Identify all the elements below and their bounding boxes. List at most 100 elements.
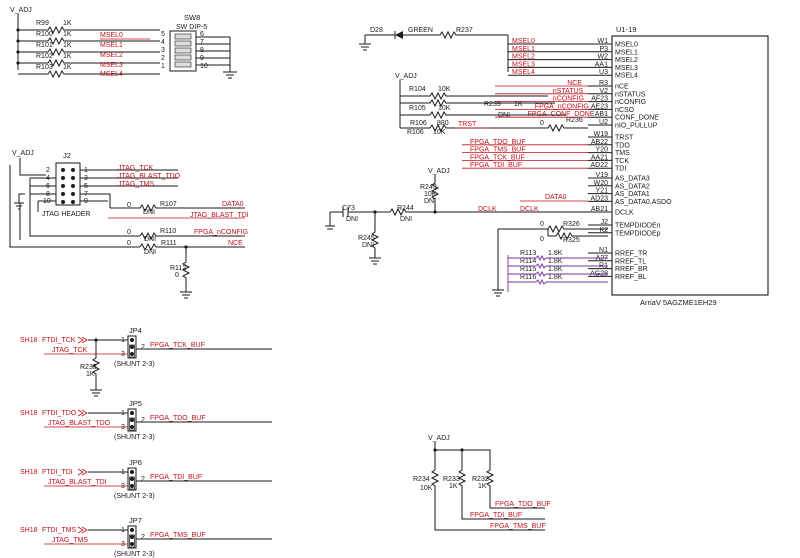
- u1-pin-name: nCSO: [615, 107, 635, 114]
- u1-pin-name: RREF_BL: [615, 274, 647, 281]
- u1-net-label: MSEL4: [512, 69, 535, 76]
- sw8-nets: MSEL0 MSEL1 MSEL2 MSEL3 MSEL4: [100, 32, 150, 78]
- jumper-sheet-ref: SH18: [20, 527, 38, 534]
- jumper-alt-net: JTAG_BLAST_TDO: [48, 420, 111, 427]
- r111-dni: DNI: [144, 249, 156, 256]
- u1-pin-name: CONF_DONE: [615, 115, 659, 122]
- jumper-out-net: FPGA_TDO_BUF: [150, 415, 206, 422]
- u1-pin-name: RREF_TL: [615, 258, 646, 265]
- u1-pin-number: AB22: [591, 139, 608, 146]
- r243-value: 10K: [424, 191, 437, 198]
- r111-ref: R111: [161, 240, 177, 247]
- u1-pin-number: AA1: [595, 61, 608, 68]
- vadj-label-sw: V_ADJ: [10, 7, 32, 14]
- r100-value: 1K: [63, 31, 72, 38]
- u1-pin-name: TCK: [615, 158, 629, 165]
- r104-ref: R104: [409, 86, 426, 93]
- svg-text:0: 0: [175, 272, 179, 279]
- net-data0-j2: DATA0: [222, 201, 244, 208]
- r243-dni: DNI: [424, 198, 436, 205]
- r103-value: 1K: [63, 64, 72, 71]
- r326-ref: R326: [563, 221, 580, 228]
- jumper-ref: JP5: [129, 399, 142, 408]
- jumper-sheet-ref: SH18: [20, 469, 38, 476]
- u1-pin-number: AB21: [591, 206, 608, 213]
- r106-ref: R106: [410, 120, 427, 127]
- svg-text:2: 2: [46, 167, 50, 174]
- jumper-out-net: FPGA_TCK_BUF: [150, 342, 205, 349]
- u1-pin-name: nIO_PULLUP: [615, 123, 658, 130]
- r244-dni: DNI: [400, 216, 412, 223]
- r115-value: 1.8K: [548, 266, 563, 273]
- u1-pin-number: AB1: [595, 111, 608, 118]
- svg-text:5: 5: [161, 31, 165, 38]
- jumper-out-net: FPGA_TDI_BUF: [150, 474, 202, 481]
- u1-net-label: FPGA_TMS_BUF: [470, 147, 526, 154]
- u1-pin-number: N1: [599, 247, 608, 254]
- u1-pin-number: R3: [599, 80, 608, 87]
- dclk-network: V_ADJ R243 10K DNI R244 DNI C73 DNI R245…: [325, 168, 608, 265]
- net-fpga-tms-buf-pu: FPGA_TMS_BUF: [490, 523, 546, 530]
- u1-net-label: NCE: [567, 80, 582, 87]
- jumper-in-net: FTDI_TCK: [42, 337, 76, 344]
- u1-pin-name: AS_DATA3: [615, 176, 650, 183]
- r880-value: 880: [437, 120, 449, 127]
- pullup-network: V_ADJ R234 10K R233 1K R232 1K FPGA_TDO_…: [413, 435, 551, 531]
- svg-text:0: 0: [127, 202, 131, 209]
- u1-pin-name: TRST: [615, 135, 634, 142]
- u1-pin-name: MSEL0: [615, 42, 638, 49]
- r106-ref-2: R106: [407, 129, 424, 136]
- r114-value: 1.8K: [548, 258, 563, 265]
- r107-dni: DNI: [143, 209, 155, 216]
- u1-pin-number: P3: [599, 46, 608, 53]
- sw8-block: V_ADJ R99 1K R100 1K R101 1K R102 1K R10…: [10, 7, 237, 79]
- r104-value: 10K: [438, 86, 451, 93]
- d28-ref: D28: [370, 27, 383, 34]
- svg-text:4: 4: [161, 39, 165, 46]
- u1-pin-name: RREF_BR: [615, 266, 648, 273]
- jumper-shunt: (SHUNT 2-3): [114, 434, 155, 441]
- jumper-shunt: (SHUNT 2-3): [114, 361, 155, 368]
- u1-pin-name: MSEL2: [615, 57, 638, 64]
- data0-net: DATA0: [520, 194, 588, 202]
- u1-pin-name: TMS: [615, 150, 630, 157]
- r235-value: 1K: [86, 371, 95, 378]
- u1-pin-name: TDI: [615, 166, 626, 173]
- svg-text:2: 2: [141, 344, 145, 351]
- u1-pin-number: Y20: [596, 147, 609, 154]
- r232-ref: R232: [472, 476, 489, 483]
- u1-pin-number: U3: [599, 69, 608, 76]
- r244-ref: R244: [397, 205, 414, 212]
- r107-ref: R107: [160, 201, 177, 208]
- r113-ref: R113: [520, 250, 536, 257]
- u1-pin-number: AA21: [591, 154, 608, 161]
- r235-ref: R235: [80, 364, 97, 371]
- net-msel4-sw: MSEL4: [100, 71, 123, 78]
- net-msel0-sw: MSEL0: [100, 32, 123, 39]
- d28-led: D28 GREEN R237: [359, 27, 508, 51]
- r100-ref: R100: [36, 31, 53, 38]
- jumper-sheet-ref: SH18: [20, 410, 38, 417]
- r239-value: 1K: [514, 101, 523, 108]
- u1-pin-name: nCONFIG: [615, 99, 646, 106]
- j2-ref: J2: [63, 151, 71, 160]
- u1-net-label: nSTATUS: [553, 88, 584, 95]
- svg-text:3: 3: [121, 351, 125, 358]
- j2-side-resistors: 0 R107 DNI DATA0 JTAG_BLAST_TDI 0 R110 D…: [9, 165, 249, 299]
- u1-pin-number: AD22: [590, 162, 608, 169]
- r116-ref: R116: [520, 274, 536, 281]
- r112-ref: R112: [170, 265, 186, 272]
